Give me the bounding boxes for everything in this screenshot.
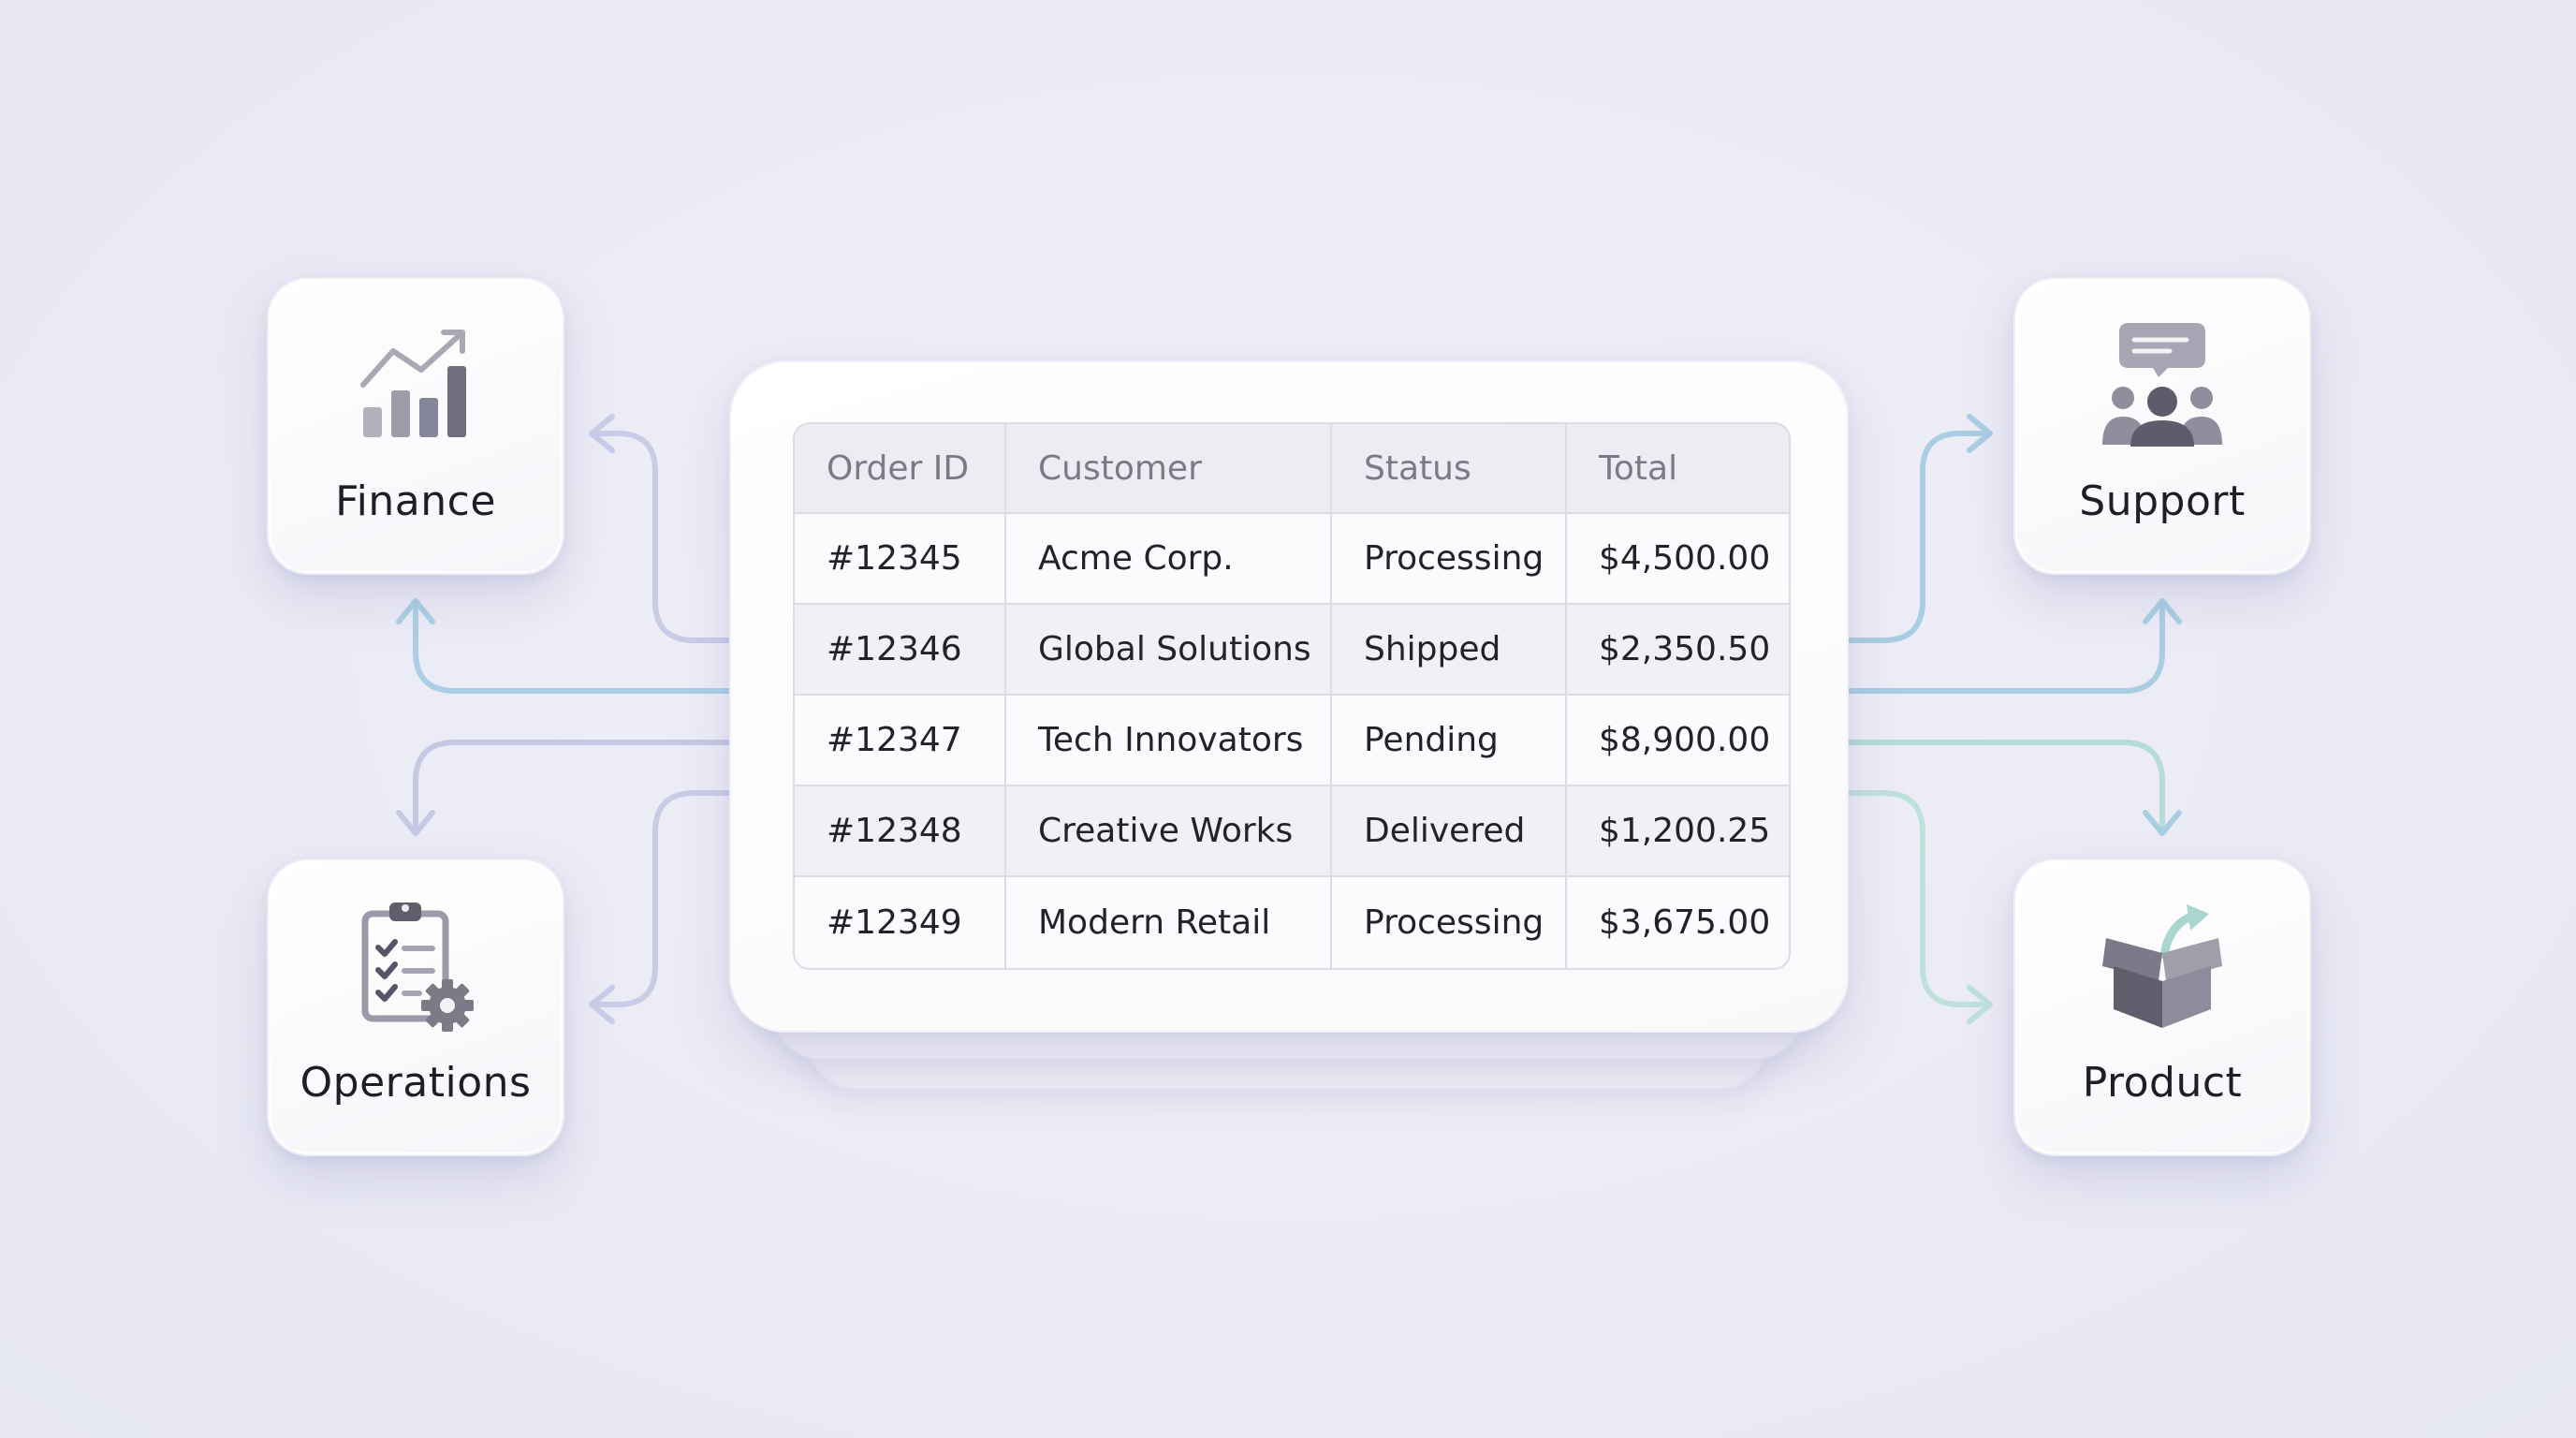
arrowhead-product-top (2143, 810, 2182, 836)
people-chat-bubble-icon (2015, 315, 2309, 455)
header-status[interactable]: Status (1332, 424, 1567, 514)
connector-to-finance-bottom (413, 600, 732, 694)
operations-label: Operations (300, 1059, 532, 1107)
header-total[interactable]: Total (1567, 424, 1789, 514)
connector-to-operations-top (413, 740, 732, 834)
cell-total: $8,900.00 (1567, 696, 1789, 786)
table-row[interactable]: #12348 Creative Works Delivered $1,200.2… (795, 786, 1789, 877)
product-card[interactable]: Product (2013, 858, 2311, 1156)
orders-table-card: Order ID Customer Status Total #12345 Ac… (729, 360, 1849, 1033)
arrowhead-operations-side (589, 985, 615, 1024)
table-row[interactable]: #12346 Global Solutions Shipped $2,350.5… (795, 605, 1789, 696)
connector-to-operations-side (591, 790, 732, 1007)
cell-order-id: #12345 (795, 514, 1006, 605)
connector-to-support-side (1846, 431, 1991, 643)
cell-order-id: #12346 (795, 605, 1006, 696)
cell-status: Pending (1332, 696, 1567, 786)
cell-customer: Modern Retail (1006, 877, 1332, 968)
cell-status: Delivered (1332, 786, 1567, 877)
product-label: Product (2082, 1059, 2243, 1107)
table-row[interactable]: #12345 Acme Corp. Processing $4,500.00 (795, 514, 1789, 605)
support-label: Support (2079, 477, 2246, 525)
bar-chart-trend-icon (269, 315, 563, 455)
finance-label: Finance (335, 477, 496, 525)
support-card[interactable]: Support (2013, 277, 2311, 575)
table-row[interactable]: #12349 Modern Retail Processing $3,675.0… (795, 877, 1789, 968)
clipboard-checklist-gear-icon (269, 896, 563, 1036)
connector-to-product-top (1846, 740, 2165, 834)
cell-customer: Creative Works (1006, 786, 1332, 877)
operations-card[interactable]: Operations (267, 858, 564, 1156)
arrowhead-operations-top (396, 810, 435, 836)
cell-status: Shipped (1332, 605, 1567, 696)
open-box-arrow-icon (2015, 896, 2309, 1036)
arrowhead-finance-bottom (396, 598, 435, 624)
cell-total: $1,200.25 (1567, 786, 1789, 877)
cell-status: Processing (1332, 877, 1567, 968)
orders-table: Order ID Customer Status Total #12345 Ac… (793, 422, 1791, 970)
arrowhead-support-bottom (2143, 598, 2182, 624)
connector-to-finance-side (591, 431, 732, 643)
cell-total: $3,675.00 (1567, 877, 1789, 968)
cell-order-id: #12347 (795, 696, 1006, 786)
cell-customer: Acme Corp. (1006, 514, 1332, 605)
cell-customer: Tech Innovators (1006, 696, 1332, 786)
table-header-row: Order ID Customer Status Total (795, 424, 1789, 514)
finance-card[interactable]: Finance (267, 277, 564, 575)
header-order-id[interactable]: Order ID (795, 424, 1006, 514)
cell-total: $4,500.00 (1567, 514, 1789, 605)
cell-status: Processing (1332, 514, 1567, 605)
cell-total: $2,350.50 (1567, 605, 1789, 696)
cell-order-id: #12349 (795, 877, 1006, 968)
table-row[interactable]: #12347 Tech Innovators Pending $8,900.00 (795, 696, 1789, 786)
cell-order-id: #12348 (795, 786, 1006, 877)
connector-to-support-bottom (1846, 600, 2165, 694)
arrowhead-finance-side (589, 414, 615, 453)
arrowhead-support-side (1967, 414, 1993, 453)
header-customer[interactable]: Customer (1006, 424, 1332, 514)
cell-customer: Global Solutions (1006, 605, 1332, 696)
connector-to-product-side (1846, 790, 1991, 1007)
arrowhead-product-side (1967, 985, 1993, 1024)
